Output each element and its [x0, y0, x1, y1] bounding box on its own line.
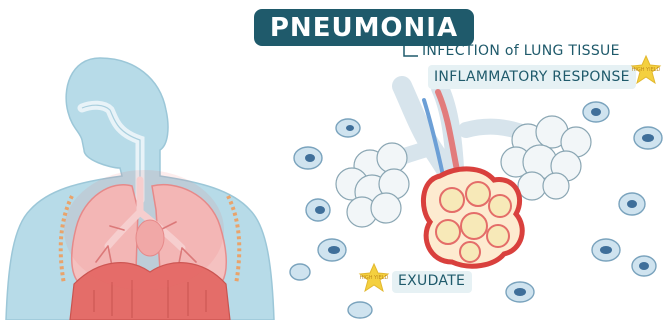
label-infection: INFECTION of LUNG TISSUE: [422, 43, 620, 59]
high-yield-star-text-2: HIGH YIELD: [360, 275, 389, 281]
label-exudate: EXUDATE: [398, 273, 465, 289]
high-yield-star-icon-2: HIGH YIELD: [358, 262, 390, 294]
label-inflammatory: INFLAMMATORY RESPONSE: [434, 69, 630, 85]
high-yield-star-text: HIGH YIELD: [632, 67, 661, 73]
high-yield-star-icon: HIGH YIELD: [630, 54, 662, 86]
